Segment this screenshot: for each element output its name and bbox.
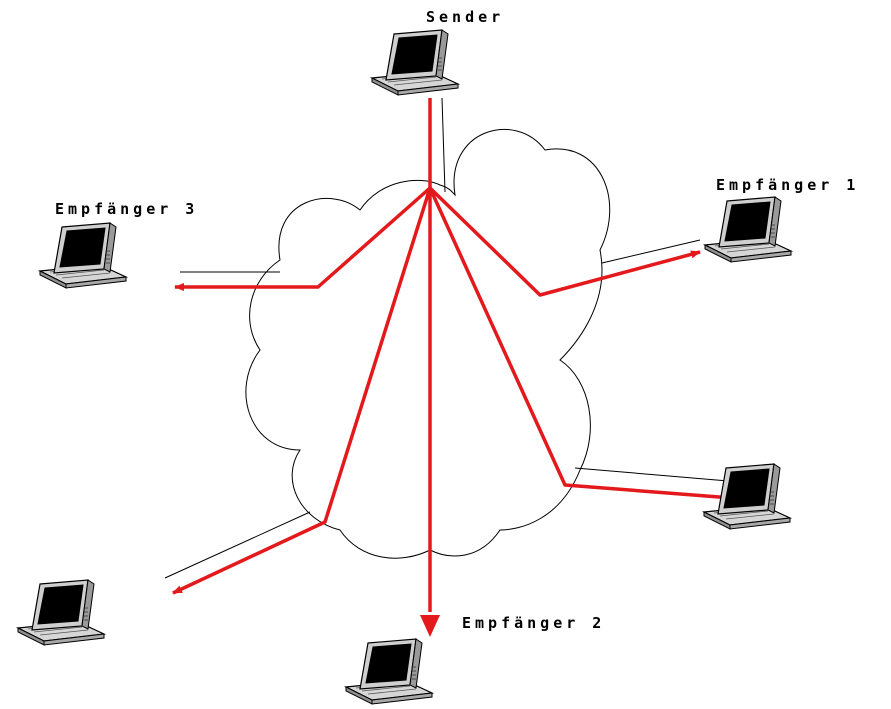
laptop-icon-lower-left[interactable]	[17, 579, 105, 646]
laptop-icon-sender[interactable]	[371, 29, 459, 96]
arrowhead-empfaenger-2	[420, 615, 440, 637]
path-to-lower-left	[172, 187, 432, 595]
label-empfaenger-3: Empfänger 3	[55, 200, 199, 218]
path-to-empfaenger-3	[174, 186, 432, 291]
multicast-paths	[172, 98, 733, 612]
laptop-icon-empfaenger-2[interactable]	[345, 638, 433, 705]
path-to-lower-right	[428, 187, 733, 502]
label-sender: Sender	[426, 8, 505, 26]
label-empfaenger-1: Empfänger 1	[716, 176, 860, 194]
laptop-icon-empfaenger-3[interactable]	[39, 222, 127, 289]
label-empfaenger-2: Empfänger 2	[462, 614, 606, 632]
network-cloud	[245, 128, 611, 559]
laptop-icon-empfaenger-1[interactable]	[704, 196, 792, 263]
path-to-empfaenger-1	[428, 186, 701, 297]
host-links	[164, 97, 741, 579]
